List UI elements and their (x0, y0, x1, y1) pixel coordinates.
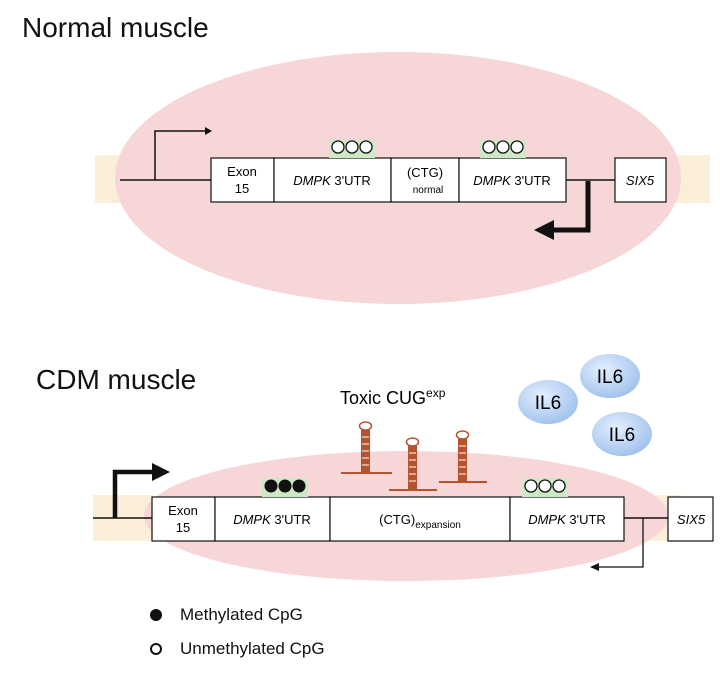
cdm-exon-label-line1: Exon (168, 503, 198, 518)
cug-hairpin-icon (439, 430, 487, 483)
cdm-utr-box-2 (509, 496, 625, 542)
normal-six5-label: SIX5 (626, 173, 655, 188)
normal-antisense-arrow (552, 181, 591, 233)
cdm-muscle-title: CDM muscle (36, 364, 197, 395)
legend-methylated-label: Methylated CpG (180, 605, 303, 624)
normal-antisense-arrowhead (534, 220, 554, 240)
normal-ctg-label: (CTG) (407, 165, 443, 180)
svg-text:IL6: IL6 (535, 393, 561, 414)
normal-tss-arrowhead (205, 127, 212, 135)
cdm-six5-label: SIX5 (677, 512, 706, 527)
il6-molecule: IL6 (592, 412, 652, 456)
unmethylated-cpg-icon (331, 140, 345, 154)
unmethylated-cpg-icon (496, 140, 510, 154)
cdm-panel: Exon 15 DMPK 3'UTR (CTG)expansion DMPK 3… (93, 354, 714, 581)
cdm-exon-label-line2: 15 (176, 520, 190, 535)
unmethylated-cpg-icon (524, 479, 538, 493)
cdm-ctg-label: (CTG)expansion (379, 512, 461, 531)
cug-hairpin-icon (341, 421, 392, 474)
cdm-utr-box-1 (214, 496, 331, 542)
cdm-utr-label-1: DMPK 3'UTR (233, 512, 311, 527)
unmethylated-cpg-icon (510, 140, 524, 154)
normal-utr-label-2: DMPK 3'UTR (473, 173, 551, 188)
methylated-cpg-icon (278, 479, 292, 493)
normal-panel: Exon 15 DMPK 3'UTR (CTG) normal DMPK 3'U… (95, 52, 710, 304)
unmethylated-cpg-icon (538, 479, 552, 493)
normal-six5-box (614, 157, 667, 203)
unmethylated-cpg-icon (482, 140, 496, 154)
cdm-tss-arrow (112, 469, 154, 518)
normal-exon-label-line2: 15 (235, 181, 249, 196)
cdm-utr-label-2: DMPK 3'UTR (528, 512, 606, 527)
cdm-six5-box (667, 496, 714, 542)
legend-methylated: Methylated CpG (150, 605, 303, 625)
unmethylated-cpg-icon (552, 479, 566, 493)
cdm-antisense-arrowhead (590, 563, 599, 571)
unmethylated-cpg-icon (345, 140, 359, 154)
normal-utr-label-1: DMPK 3'UTR (293, 173, 371, 188)
normal-tss-arrow (154, 130, 210, 180)
cug-hairpin-icon (389, 437, 437, 491)
cdm-ctg-expansion-box (329, 496, 511, 542)
cdm-exon15-box (151, 496, 216, 542)
svg-text:IL6: IL6 (597, 367, 623, 388)
svg-text:IL6: IL6 (609, 425, 635, 446)
methylated-cpg-icon (292, 479, 306, 493)
unmethylated-cpg-icon (150, 643, 162, 655)
legend-unmethylated-label: Unmethylated CpG (180, 639, 325, 658)
toxic-cug-label: Toxic CUGexp (340, 386, 446, 408)
il6-molecule: IL6 (580, 354, 640, 398)
legend-unmethylated: Unmethylated CpG (150, 639, 325, 659)
normal-muscle-title: Normal muscle (22, 12, 209, 43)
normal-exon-label-line1: Exon (227, 164, 257, 179)
cdm-antisense-arrow (598, 518, 644, 568)
methylated-cpg-icon (150, 609, 162, 621)
unmethylated-cpg-icon (359, 140, 373, 154)
methylated-cpg-icon (264, 479, 278, 493)
il6-molecule: IL6 (518, 380, 578, 424)
normal-ctg-subscript: normal (413, 185, 444, 196)
cdm-tss-arrowhead (152, 463, 170, 481)
